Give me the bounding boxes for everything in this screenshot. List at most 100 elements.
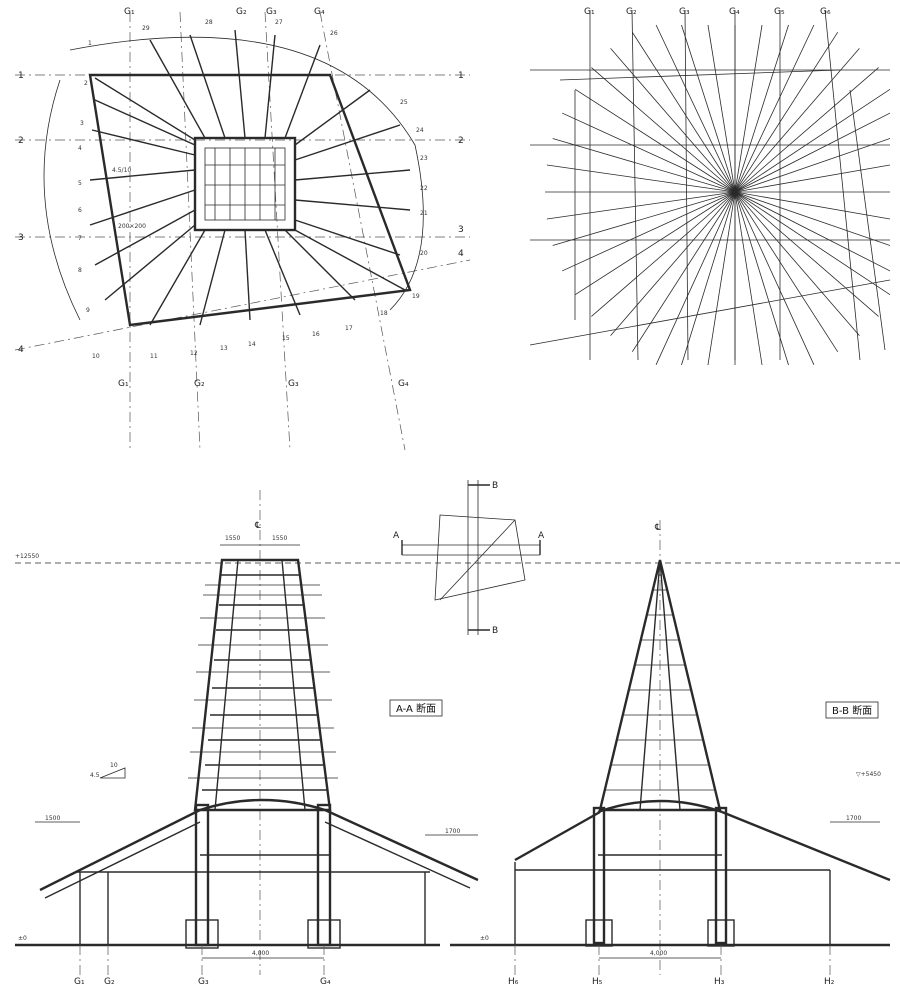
rafter-number: 24 [416,127,424,134]
radial-ray [734,191,891,220]
radial-ray [546,191,736,220]
radial-ray [734,31,839,193]
radial-ray [591,191,736,317]
radial-ray [734,191,763,366]
radial-ray [734,24,789,193]
span-dimension: 4,000 [252,950,269,957]
radial-plan: G₁ G₂ G₃ G₄ G₅ G₆ [529,7,891,366]
grid-label-bottom-4: G₄ [398,379,409,389]
radial-ray [552,138,736,193]
rafter-number: 23 [420,155,428,162]
rafter-number: 13 [220,345,228,352]
rafter-number: 26 [330,30,338,37]
member-size-note: 200×200 [118,223,146,230]
grid-label-radial-1: G₁ [584,7,595,17]
section-title-aa: A-A 断面 [396,702,436,715]
radial-ray [734,48,860,193]
grid-label-top-2: G₂ [236,7,247,17]
grid-label-radial-5: G₅ [774,7,785,17]
radial-ray [681,191,736,366]
radial-ray [655,191,736,365]
radial-ray [681,24,736,193]
rafter-number: 28 [205,19,213,26]
grid-label-radial-3: G₃ [679,7,690,17]
grid-label-radial-4: G₄ [729,7,740,17]
section-b-b: ℄ [450,520,891,987]
grid-aa-1: G₁ [74,977,85,987]
grid-label-right-3: 3 [458,225,464,235]
radial-ray [734,112,891,193]
grid-label-top-3: G₃ [266,7,277,17]
grid-bb-3: H₃ [714,977,725,987]
grid-label-bottom-2: G₂ [194,379,205,389]
framing-plan: G₁ G₂ G₃ G₄ G₁ G₂ G₃ G₄ 1 2 3 4 1 2 3 4 … [14,7,471,451]
grid-bb-2: H₅ [592,977,603,987]
grid-label-bottom-3: G₃ [288,379,299,389]
grid-label-left-2: 2 [18,136,24,146]
rafter-number: 1 [88,40,92,47]
key-label-a-right: A [538,531,545,541]
radial-ray [734,191,789,366]
rafter-number: 9 [86,307,90,314]
grid-label-top-1: G₁ [124,7,135,17]
rafter-number: 25 [400,99,408,106]
radial-ray [734,191,839,353]
rafter-number: 16 [312,331,320,338]
radial-ray [707,191,736,366]
centerline-mark-bb: ℄ [654,523,661,533]
radial-ray [734,88,891,193]
slope-rise: 4.5 [90,772,100,779]
key-label-b-top: B [492,481,498,491]
section-title-bb: B-B 断面 [832,704,872,717]
radial-ray [591,67,736,193]
eave-dim-right: 1700 [445,828,460,835]
rafter-number: 8 [78,267,82,274]
grid-aa-4: G₄ [320,977,331,987]
eave-dim-left: 1500 [45,815,60,822]
section-a-a: +12550 ℄ 1550 1550 [15,490,900,987]
radial-ray [734,67,879,193]
radial-ray [562,112,736,193]
grid-aa-2: G₂ [104,977,115,987]
slope-note: 4.5/10 [112,167,131,174]
radial-ray [734,191,860,336]
grid-label-left-4: 4 [18,345,24,355]
top-height-mark: +12550 [15,553,39,560]
radial-ray [546,164,736,193]
radial-ray [610,48,736,193]
radial-ray [734,24,763,193]
grid-label-right-2: 2 [458,136,464,146]
grid-label-top-4: G₄ [314,7,325,17]
rafter-number: 14 [248,341,256,348]
rafter-number: 11 [150,353,158,360]
radial-ray [631,31,736,193]
radial-ray [631,191,736,353]
grid-label-radial-2: G₂ [626,7,637,17]
radial-ray [734,138,891,193]
grid-aa-3: G₃ [198,977,209,987]
radial-ray [610,191,736,336]
key-label-a-left: A [393,531,400,541]
rafter-number: 5 [78,180,82,187]
radial-ray [734,191,815,365]
key-label-b-bottom: B [492,626,498,636]
rafter-number: 6 [78,207,82,214]
radial-ray [734,164,891,193]
key-plan: A A B B [393,480,545,636]
span-dimension-bb: 4,000 [650,950,667,957]
grid-label-left-1: 1 [18,71,24,81]
ground-level-bb: ±0 [480,935,489,942]
ground-level: ±0 [18,935,27,942]
radial-ray [562,191,736,272]
rafter-number: 12 [190,350,198,357]
radial-ray [574,191,736,296]
radial-ray [734,24,815,193]
rafter-number: 17 [345,325,353,332]
radial-ray [707,24,736,193]
grid-label-radial-6: G₆ [820,7,831,17]
grid-bb-1: H₆ [508,977,519,987]
radial-ray [734,191,891,246]
radial-ray [655,24,736,193]
grid-label-left-3: 3 [18,233,24,243]
